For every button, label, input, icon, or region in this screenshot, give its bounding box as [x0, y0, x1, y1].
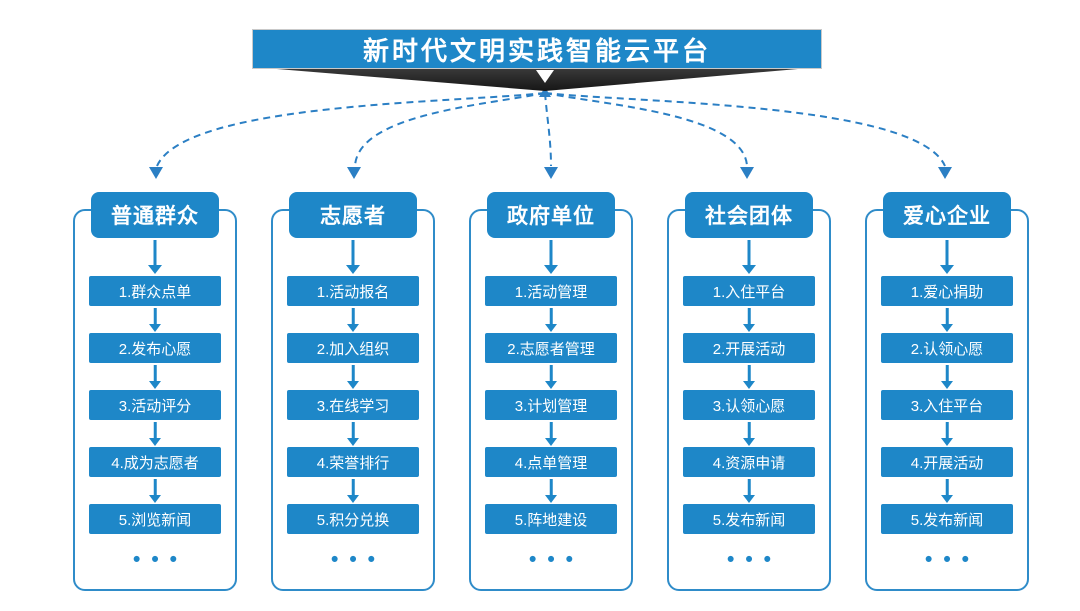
more-indicator: ••• [726, 548, 783, 571]
step-box: 1.爱心捐助 [881, 276, 1013, 306]
column-charity-enterprise: 爱心企业 1.爱心捐助 2.认领心愿 3.入住平台 4.开展活动 5.发布新闻 … [865, 0, 1029, 611]
arrow-down-icon [543, 479, 559, 503]
arrow-down-icon [543, 365, 559, 389]
arrow-down-icon [741, 308, 757, 332]
arrow-down-icon [543, 240, 559, 274]
arrow-down-icon [147, 240, 163, 274]
step-box: 4.点单管理 [485, 447, 617, 477]
arrow-down-icon [345, 422, 361, 446]
step-box: 2.开展活动 [683, 333, 815, 363]
step-box: 1.活动报名 [287, 276, 419, 306]
arrow-down-icon [543, 422, 559, 446]
arrow-down-icon [345, 308, 361, 332]
step-box: 3.认领心愿 [683, 390, 815, 420]
more-indicator: ••• [924, 548, 981, 571]
step-box: 2.加入组织 [287, 333, 419, 363]
arrow-down-icon [939, 308, 955, 332]
column-social-group: 社会团体 1.入住平台 2.开展活动 3.认领心愿 4.资源申请 5.发布新闻 … [667, 0, 831, 611]
column-header: 政府单位 [487, 192, 615, 238]
step-box: 5.阵地建设 [485, 504, 617, 534]
column-ordinary-public: 普通群众 1.群众点单 2.发布心愿 3.活动评分 4.成为志愿者 5.浏览新闻… [73, 0, 237, 611]
arrow-down-icon [939, 365, 955, 389]
step-box: 3.入住平台 [881, 390, 1013, 420]
arrow-down-icon [939, 422, 955, 446]
step-box: 3.活动评分 [89, 390, 221, 420]
step-box: 1.活动管理 [485, 276, 617, 306]
column-government: 政府单位 1.活动管理 2.志愿者管理 3.计划管理 4.点单管理 5.阵地建设… [469, 0, 633, 611]
more-indicator: ••• [330, 548, 387, 571]
more-indicator: ••• [528, 548, 585, 571]
arrow-down-icon [741, 365, 757, 389]
arrow-down-icon [345, 240, 361, 274]
arrow-down-icon [543, 308, 559, 332]
step-box: 1.群众点单 [89, 276, 221, 306]
step-box: 3.在线学习 [287, 390, 419, 420]
arrow-down-icon [147, 308, 163, 332]
arrow-down-icon [741, 479, 757, 503]
step-box: 1.入住平台 [683, 276, 815, 306]
arrow-down-icon [147, 365, 163, 389]
step-box: 2.志愿者管理 [485, 333, 617, 363]
column-header: 普通群众 [91, 192, 219, 238]
step-box: 5.发布新闻 [881, 504, 1013, 534]
column-header: 社会团体 [685, 192, 813, 238]
ribbon-shape [253, 67, 821, 91]
more-indicator: ••• [132, 548, 189, 571]
arrow-down-icon [741, 240, 757, 274]
column-header: 爱心企业 [883, 192, 1011, 238]
arrow-down-icon [536, 70, 554, 83]
arrow-down-icon [345, 479, 361, 503]
platform-title-banner: 新时代文明实践智能云平台 [253, 30, 821, 68]
arrow-down-icon [939, 240, 955, 274]
step-box: 3.计划管理 [485, 390, 617, 420]
step-box: 2.发布心愿 [89, 333, 221, 363]
column-volunteer: 志愿者 1.活动报名 2.加入组织 3.在线学习 4.荣誉排行 5.积分兑换 •… [271, 0, 435, 611]
step-box: 2.认领心愿 [881, 333, 1013, 363]
step-box: 5.浏览新闻 [89, 504, 221, 534]
arrow-down-icon [147, 422, 163, 446]
column-header: 志愿者 [289, 192, 417, 238]
step-box: 4.荣誉排行 [287, 447, 419, 477]
step-box: 5.积分兑换 [287, 504, 419, 534]
arrow-down-icon [939, 479, 955, 503]
arrow-down-icon [345, 365, 361, 389]
arrow-down-icon [147, 479, 163, 503]
step-box: 5.发布新闻 [683, 504, 815, 534]
arrow-down-icon [741, 422, 757, 446]
step-box: 4.开展活动 [881, 447, 1013, 477]
step-box: 4.资源申请 [683, 447, 815, 477]
step-box: 4.成为志愿者 [89, 447, 221, 477]
